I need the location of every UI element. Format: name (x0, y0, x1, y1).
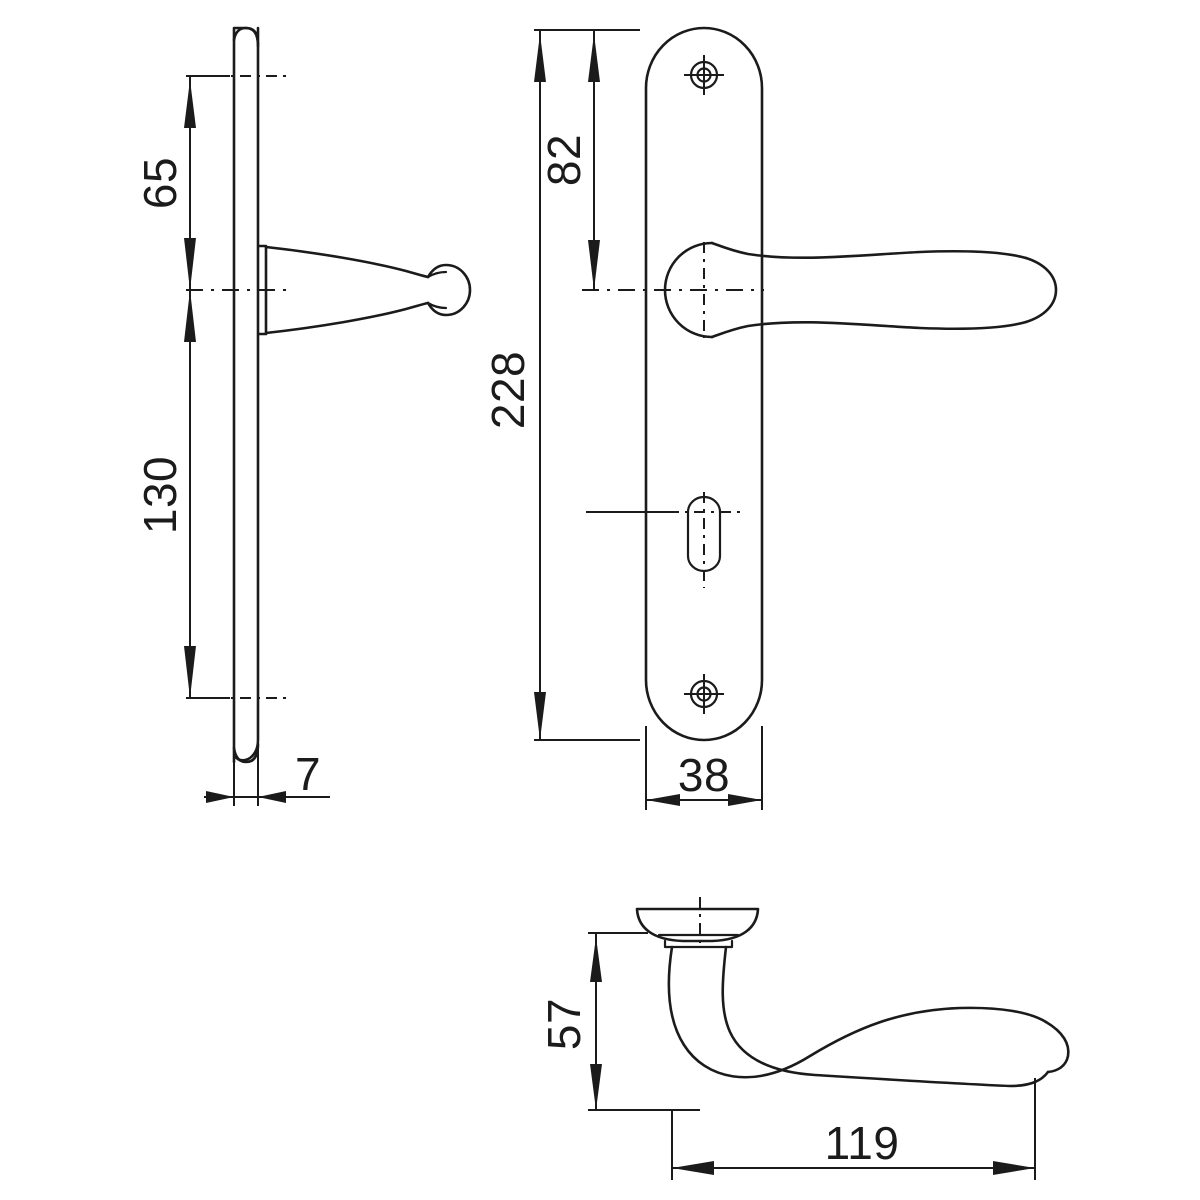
dim-82-arrow-top (588, 34, 600, 82)
screw-hole-bottom (684, 674, 724, 714)
side-view-plate-top-cap (232, 26, 260, 48)
side-view-handle-end-cap (426, 263, 472, 317)
dim-119-arrow-left (672, 1161, 714, 1175)
dim-38-arrow-right (728, 794, 762, 806)
lever-rose-collar (663, 939, 734, 949)
dim-7-arrow-right (258, 791, 286, 803)
dim-57-text: 57 (538, 998, 590, 1050)
front-view-plate-outline (644, 26, 764, 742)
screw-hole-top (684, 55, 724, 95)
dim-228-arrow-bottom (534, 692, 546, 740)
side-view-handle-taper-upper (264, 245, 430, 279)
dim-130-text: 130 (134, 456, 186, 534)
dim-130-arrow-top (184, 290, 196, 342)
dim-130-arrow-bottom (184, 646, 196, 698)
dim-65-text: 65 (134, 157, 186, 209)
dim-7-arrow-left (206, 791, 234, 803)
dim-65-arrow-bottom (184, 238, 196, 290)
keyhole-outline (686, 495, 722, 573)
dim-228-text: 228 (482, 351, 534, 429)
dim-82-arrow-bottom (588, 240, 600, 290)
dim-228-arrow-top (534, 34, 546, 82)
dim-119-arrow-right (993, 1161, 1035, 1175)
side-view-handle-end-notch-upper (426, 270, 448, 279)
dim-119-text: 119 (825, 1117, 900, 1169)
dim-65-arrow-top (184, 80, 196, 128)
front-view: 82 228 38 (482, 26, 1058, 810)
side-view-plate-bottom-cap (232, 742, 260, 764)
front-view-lever-upper-edge (710, 241, 1028, 260)
front-view-lever (663, 241, 1058, 339)
side-view-handle-end-notch-lower (426, 301, 448, 310)
front-view-lever-lower-edge (710, 320, 1028, 339)
side-view: 65 130 7 (134, 26, 472, 806)
lever-profile-tip (1044, 1020, 1070, 1074)
dim-57-arrow-top (590, 937, 602, 982)
front-view-lever-tip (1024, 256, 1058, 324)
side-view-plate-outline (232, 26, 260, 764)
lever-profile-view: 57 119 (538, 897, 1070, 1180)
lever-profile-lower-edge (721, 945, 1050, 1088)
lever-profile-upper-edge (667, 945, 1048, 1079)
dim-57-arrow-bottom (590, 1064, 602, 1110)
dim-38-arrow-left (646, 794, 680, 806)
keyhole (668, 492, 740, 588)
dim-7-text: 7 (295, 748, 321, 800)
lever-rose (635, 897, 760, 949)
side-view-handle-taper-lower (264, 301, 430, 335)
dim-82-text: 82 (538, 134, 590, 186)
dim-38-text: 38 (678, 749, 730, 801)
lever-rose-outline (635, 907, 760, 943)
